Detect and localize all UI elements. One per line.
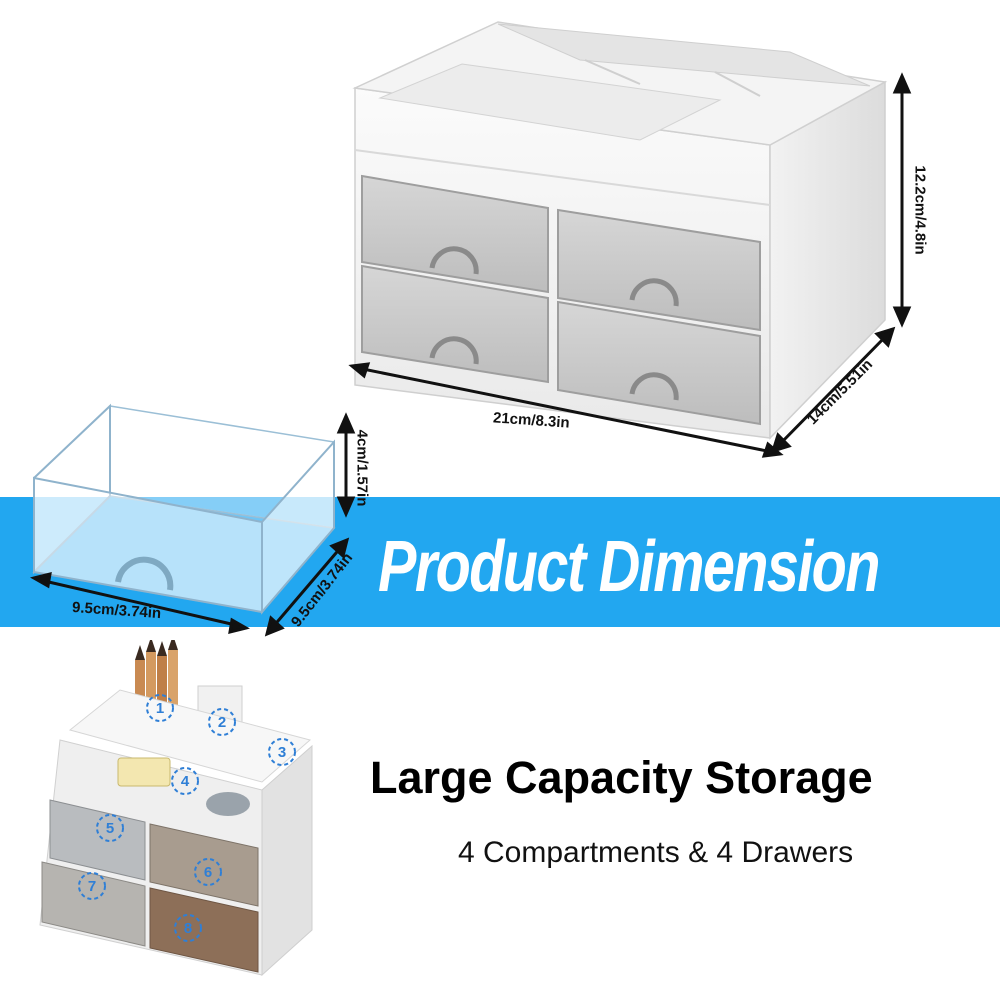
- organizer-illustration: [348, 21, 912, 458]
- drawer-bottom-left: [361, 264, 549, 384]
- drawer-illustration: [30, 403, 356, 637]
- compartment-number: 3: [278, 744, 286, 761]
- drawer-top-left: [361, 174, 549, 294]
- back-compartment: [497, 23, 871, 87]
- height-arrow: [892, 72, 912, 328]
- eraser: [117, 757, 171, 787]
- drawer-number: 7: [88, 878, 96, 895]
- front-compartment: [378, 63, 722, 141]
- organizer-height-label: 12.2cm/4.8in: [911, 165, 929, 255]
- drawer-number: 5: [106, 820, 114, 837]
- compartment-number: 4: [181, 773, 190, 790]
- drawer-front: [33, 476, 263, 614]
- filled-organizer-photo: 1 2 3 4 5 6 7 8: [39, 640, 313, 977]
- drawer-number: 6: [204, 864, 212, 881]
- depth-arrow: [770, 326, 896, 454]
- drawer-handle: [115, 556, 174, 591]
- compartment-number: 1: [156, 700, 164, 717]
- drawer-depth-arrow: [270, 545, 344, 629]
- drawer-width-arrow: [39, 578, 241, 628]
- photo-drawer-4: [149, 887, 259, 973]
- drawer-number: 8: [184, 920, 192, 937]
- feature-headline: Large Capacity Storage: [370, 752, 873, 803]
- drawer-bottom-right: [557, 300, 761, 426]
- feature-subline: 4 Compartments & 4 Drawers: [458, 836, 854, 869]
- photo-drawer-3: [41, 861, 146, 947]
- drawer-top-right: [557, 208, 761, 332]
- photo-organizer-side: [261, 744, 313, 977]
- clip: [206, 792, 250, 816]
- drawer-height-label: 4cm/1.57in: [353, 429, 371, 507]
- compartment-number: 2: [218, 714, 226, 731]
- photo-organizer-top: [68, 689, 312, 783]
- photo-drawer-2: [149, 823, 259, 907]
- banner-title: Product Dimension: [378, 527, 880, 607]
